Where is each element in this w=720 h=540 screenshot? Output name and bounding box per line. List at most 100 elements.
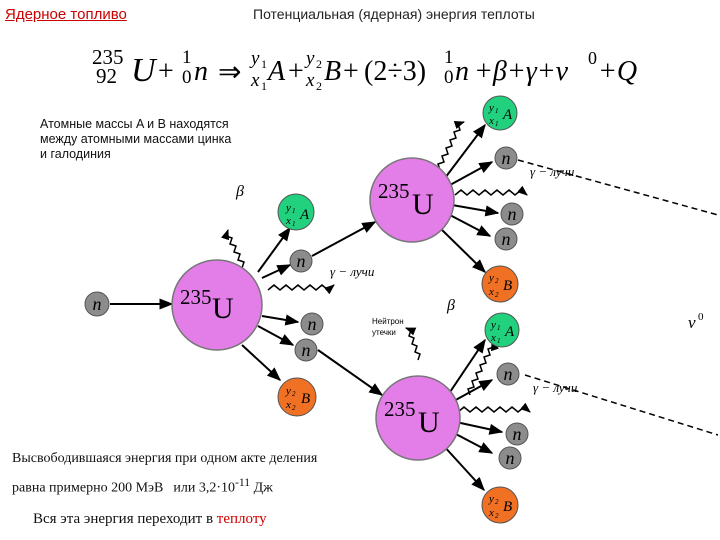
eq-a-symbol: A (266, 56, 286, 87)
svg-text:y: y (488, 102, 494, 114)
energy-mev: равна примерно 200 МэВ (12, 480, 164, 496)
gamma-label-1: γ − лучи (330, 264, 375, 279)
svg-text:2: 2 (495, 512, 499, 520)
nucleus-1-mass: 235 (180, 285, 212, 309)
svg-text:y: y (488, 493, 494, 505)
conclusion: Вся эта энергия переходит в теплоту (33, 511, 267, 528)
nucleus-1-letter: U (212, 292, 234, 325)
svg-text:n: n (302, 340, 311, 360)
eq-u-charge: 92 (96, 64, 117, 88)
svg-text:n: n (506, 448, 515, 468)
svg-text:1: 1 (495, 120, 499, 128)
svg-text:y: y (285, 385, 291, 397)
svg-text:B: B (503, 499, 512, 515)
energy-line-2: равна примерно 200 МэВ или 3,2·10-11 Дж (12, 476, 273, 497)
atomic-mass-note: Атомные массы A и B находятся между атом… (40, 117, 232, 161)
svg-text:2: 2 (292, 404, 296, 412)
svg-text:B: B (301, 391, 310, 407)
eq-q: +Q (598, 56, 637, 87)
eq-a-top: y (249, 48, 260, 69)
svg-text:2: 2 (495, 498, 499, 506)
svg-text:n: n (508, 204, 517, 224)
svg-text:n: n (297, 251, 306, 271)
eq-u-symbol: U (131, 52, 158, 89)
nucleus-3-letter: U (418, 406, 440, 439)
neutron-1c: n (294, 338, 318, 362)
neutron-leak-label-1: Нейтрон (372, 317, 404, 326)
conclusion-text: Вся эта энергия переходит в (33, 511, 217, 527)
neutron-1b: n (300, 312, 324, 336)
eq-n-symbol: n (194, 56, 208, 87)
fission-equation: 235 92 U + 1 0 n ⇒ y 1 x 1 A + y 2 x 2 B… (92, 45, 637, 93)
neutron-3a: n (496, 362, 520, 386)
nucleus-2-letter: U (412, 188, 434, 221)
svg-text:y: y (285, 202, 291, 214)
svg-text:n: n (513, 424, 522, 444)
eq-a-top-sub: 1 (261, 57, 267, 71)
svg-text:x: x (490, 332, 496, 344)
eq-n-charge: 0 (182, 67, 192, 88)
eq-b-top: y (304, 48, 315, 69)
gamma-label-2: γ − лучи (530, 164, 575, 179)
nucleus-1: 235 U (171, 259, 263, 351)
svg-text:1: 1 (497, 337, 501, 345)
svg-text:n: n (308, 314, 317, 334)
beta-label-1: β (235, 183, 244, 200)
nucleus-3: 235 U (375, 375, 461, 461)
eq-b-bottom: x (305, 70, 315, 91)
neutron-2c: n (494, 227, 518, 251)
eq-tail: +β+γ+ν (474, 56, 569, 87)
svg-text:n: n (504, 364, 513, 384)
eq-a-bottom: x (250, 70, 260, 91)
eq-plus-3: + (343, 56, 359, 87)
eq-nu-sup: 0 (588, 48, 597, 68)
svg-text:x: x (488, 115, 494, 127)
neutron-3b: n (505, 422, 529, 446)
topic-title: Ядерное топливо (5, 6, 127, 23)
nu-label: ν (688, 313, 696, 332)
eq-a-bottom-sub: 1 (261, 79, 267, 93)
neutron-2b: n (500, 202, 524, 226)
svg-text:1: 1 (292, 220, 296, 228)
svg-text:2: 2 (495, 277, 499, 285)
eq-arrow: ⇒ (218, 57, 241, 88)
svg-text:n: n (93, 294, 102, 314)
nucleus-2: 235 U (369, 157, 455, 243)
svg-text:B: B (503, 278, 512, 294)
svg-text:A: A (504, 324, 515, 340)
neutron-incoming: n (84, 291, 110, 317)
energy-exponent: -11 (235, 476, 251, 489)
svg-text:2: 2 (495, 291, 499, 299)
neutron-1a: n (289, 249, 313, 273)
radiation-rays (221, 121, 531, 413)
eq-n2-charge: 0 (444, 67, 454, 88)
svg-text:x: x (285, 399, 291, 411)
svg-text:2: 2 (292, 390, 296, 398)
energy-unit: Дж (250, 480, 273, 496)
energy-joule: или 3,2·10 (173, 480, 236, 496)
eq-plus: + (158, 56, 174, 87)
svg-text:n: n (502, 148, 511, 168)
svg-text:y: y (488, 272, 494, 284)
eq-b-bottom-sub: 2 (316, 79, 322, 93)
radiation-labels: β β γ − лучи γ − лучи γ − лучи ν 0 (235, 164, 704, 395)
reaction-arrows (110, 123, 504, 492)
neutron-3c: n (498, 446, 522, 470)
svg-text:x: x (285, 215, 291, 227)
beta-label-2: β (446, 297, 455, 314)
svg-text:y: y (490, 319, 496, 331)
svg-text:1: 1 (497, 324, 501, 332)
nu-label-sup: 0 (698, 311, 704, 323)
svg-text:x: x (488, 507, 494, 519)
energy-line-1: Высвободившаяся энергия при одном акте д… (12, 451, 318, 466)
svg-text:A: A (502, 107, 513, 123)
